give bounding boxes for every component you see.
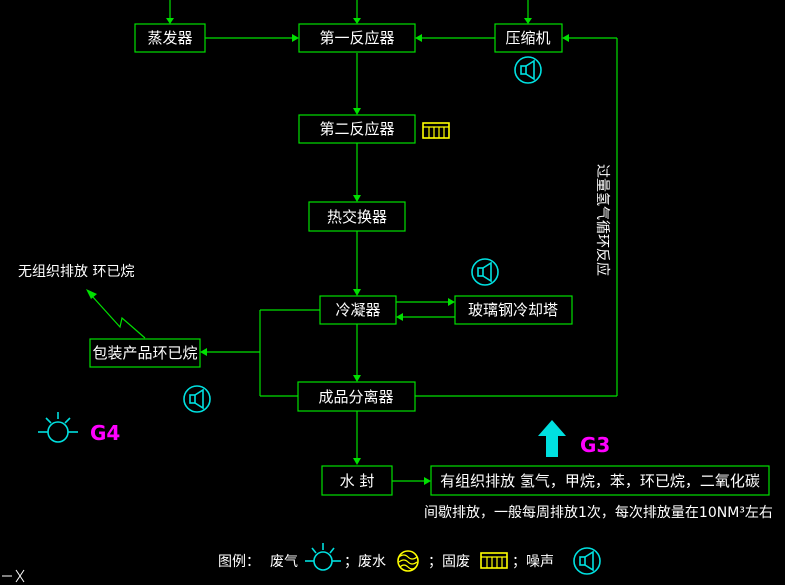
legend-gas-label: 废气 bbox=[270, 554, 298, 570]
up-arrow-icon bbox=[538, 420, 566, 457]
box-organized-emission: 有组织排放 氢气，甲烷，苯，环已烷，二氧化碳 bbox=[430, 465, 770, 496]
svg-text:成品分离器: 成品分离器 bbox=[318, 388, 393, 406]
solid-waste-icon bbox=[422, 122, 450, 139]
legend-noise-label: ；噪声 bbox=[512, 554, 554, 570]
flow-lines bbox=[86, 0, 618, 485]
box-reactor2: 第二反应器 bbox=[298, 114, 416, 144]
svg-text:第二反应器: 第二反应器 bbox=[319, 120, 394, 138]
recycle-label: 过量氢气循环反应 bbox=[594, 164, 611, 276]
box-condenser: 冷凝器 bbox=[319, 295, 397, 325]
svg-text:有组织排放 氢气，甲烷，苯，环已烷，二氧化碳: 有组织排放 氢气，甲烷，苯，环已烷，二氧化碳 bbox=[440, 472, 760, 490]
legend-water-label: ；废水 bbox=[344, 554, 386, 570]
box-cooling-tower: 玻璃钢冷却塔 bbox=[454, 295, 573, 325]
box-packaging: 包装产品环已烷 bbox=[89, 338, 201, 368]
box-heat-exchanger: 热交换器 bbox=[308, 201, 406, 232]
intermittent-emission-label: 间歇排放，一般每周排放1次，每次排放量在10NM³左右 bbox=[424, 505, 773, 521]
box-reactor1: 第一反应器 bbox=[298, 23, 416, 53]
legend: 图例： 废气 ；废水 ；固废 ；噪声 bbox=[218, 543, 601, 575]
legend-gas-icon bbox=[305, 543, 341, 571]
ucs-axis-icon bbox=[2, 569, 25, 583]
svg-text:水 封: 水 封 bbox=[340, 472, 375, 490]
legend-noise-icon bbox=[573, 547, 601, 575]
svg-text:包装产品环已烷: 包装产品环已烷 bbox=[92, 344, 197, 362]
svg-text:压缩机: 压缩机 bbox=[505, 29, 550, 47]
svg-text:热交换器: 热交换器 bbox=[327, 208, 387, 226]
noise-icon bbox=[514, 56, 542, 84]
gas-icon bbox=[38, 412, 78, 443]
legend-title: 图例： bbox=[218, 554, 260, 570]
svg-text:玻璃钢冷却塔: 玻璃钢冷却塔 bbox=[468, 301, 558, 319]
box-separator: 成品分离器 bbox=[297, 381, 416, 412]
tag-g3: G3 bbox=[580, 433, 610, 457]
box-evaporator: 蒸发器 bbox=[134, 23, 206, 53]
svg-text:冷凝器: 冷凝器 bbox=[335, 301, 380, 319]
unorganized-emission-label: 无组织排放 环已烷 bbox=[18, 264, 134, 280]
tag-g4: G4 bbox=[90, 421, 120, 445]
svg-text:第一反应器: 第一反应器 bbox=[319, 29, 394, 47]
legend-solid-label: ；固废 bbox=[428, 554, 470, 570]
box-water-seal: 水 封 bbox=[321, 465, 393, 496]
noise-icon bbox=[183, 385, 211, 413]
box-compressor: 压缩机 bbox=[494, 23, 563, 53]
legend-water-icon bbox=[397, 550, 419, 572]
noise-icon bbox=[471, 258, 499, 286]
svg-text:蒸发器: 蒸发器 bbox=[147, 29, 192, 47]
legend-solid-icon bbox=[480, 552, 508, 569]
